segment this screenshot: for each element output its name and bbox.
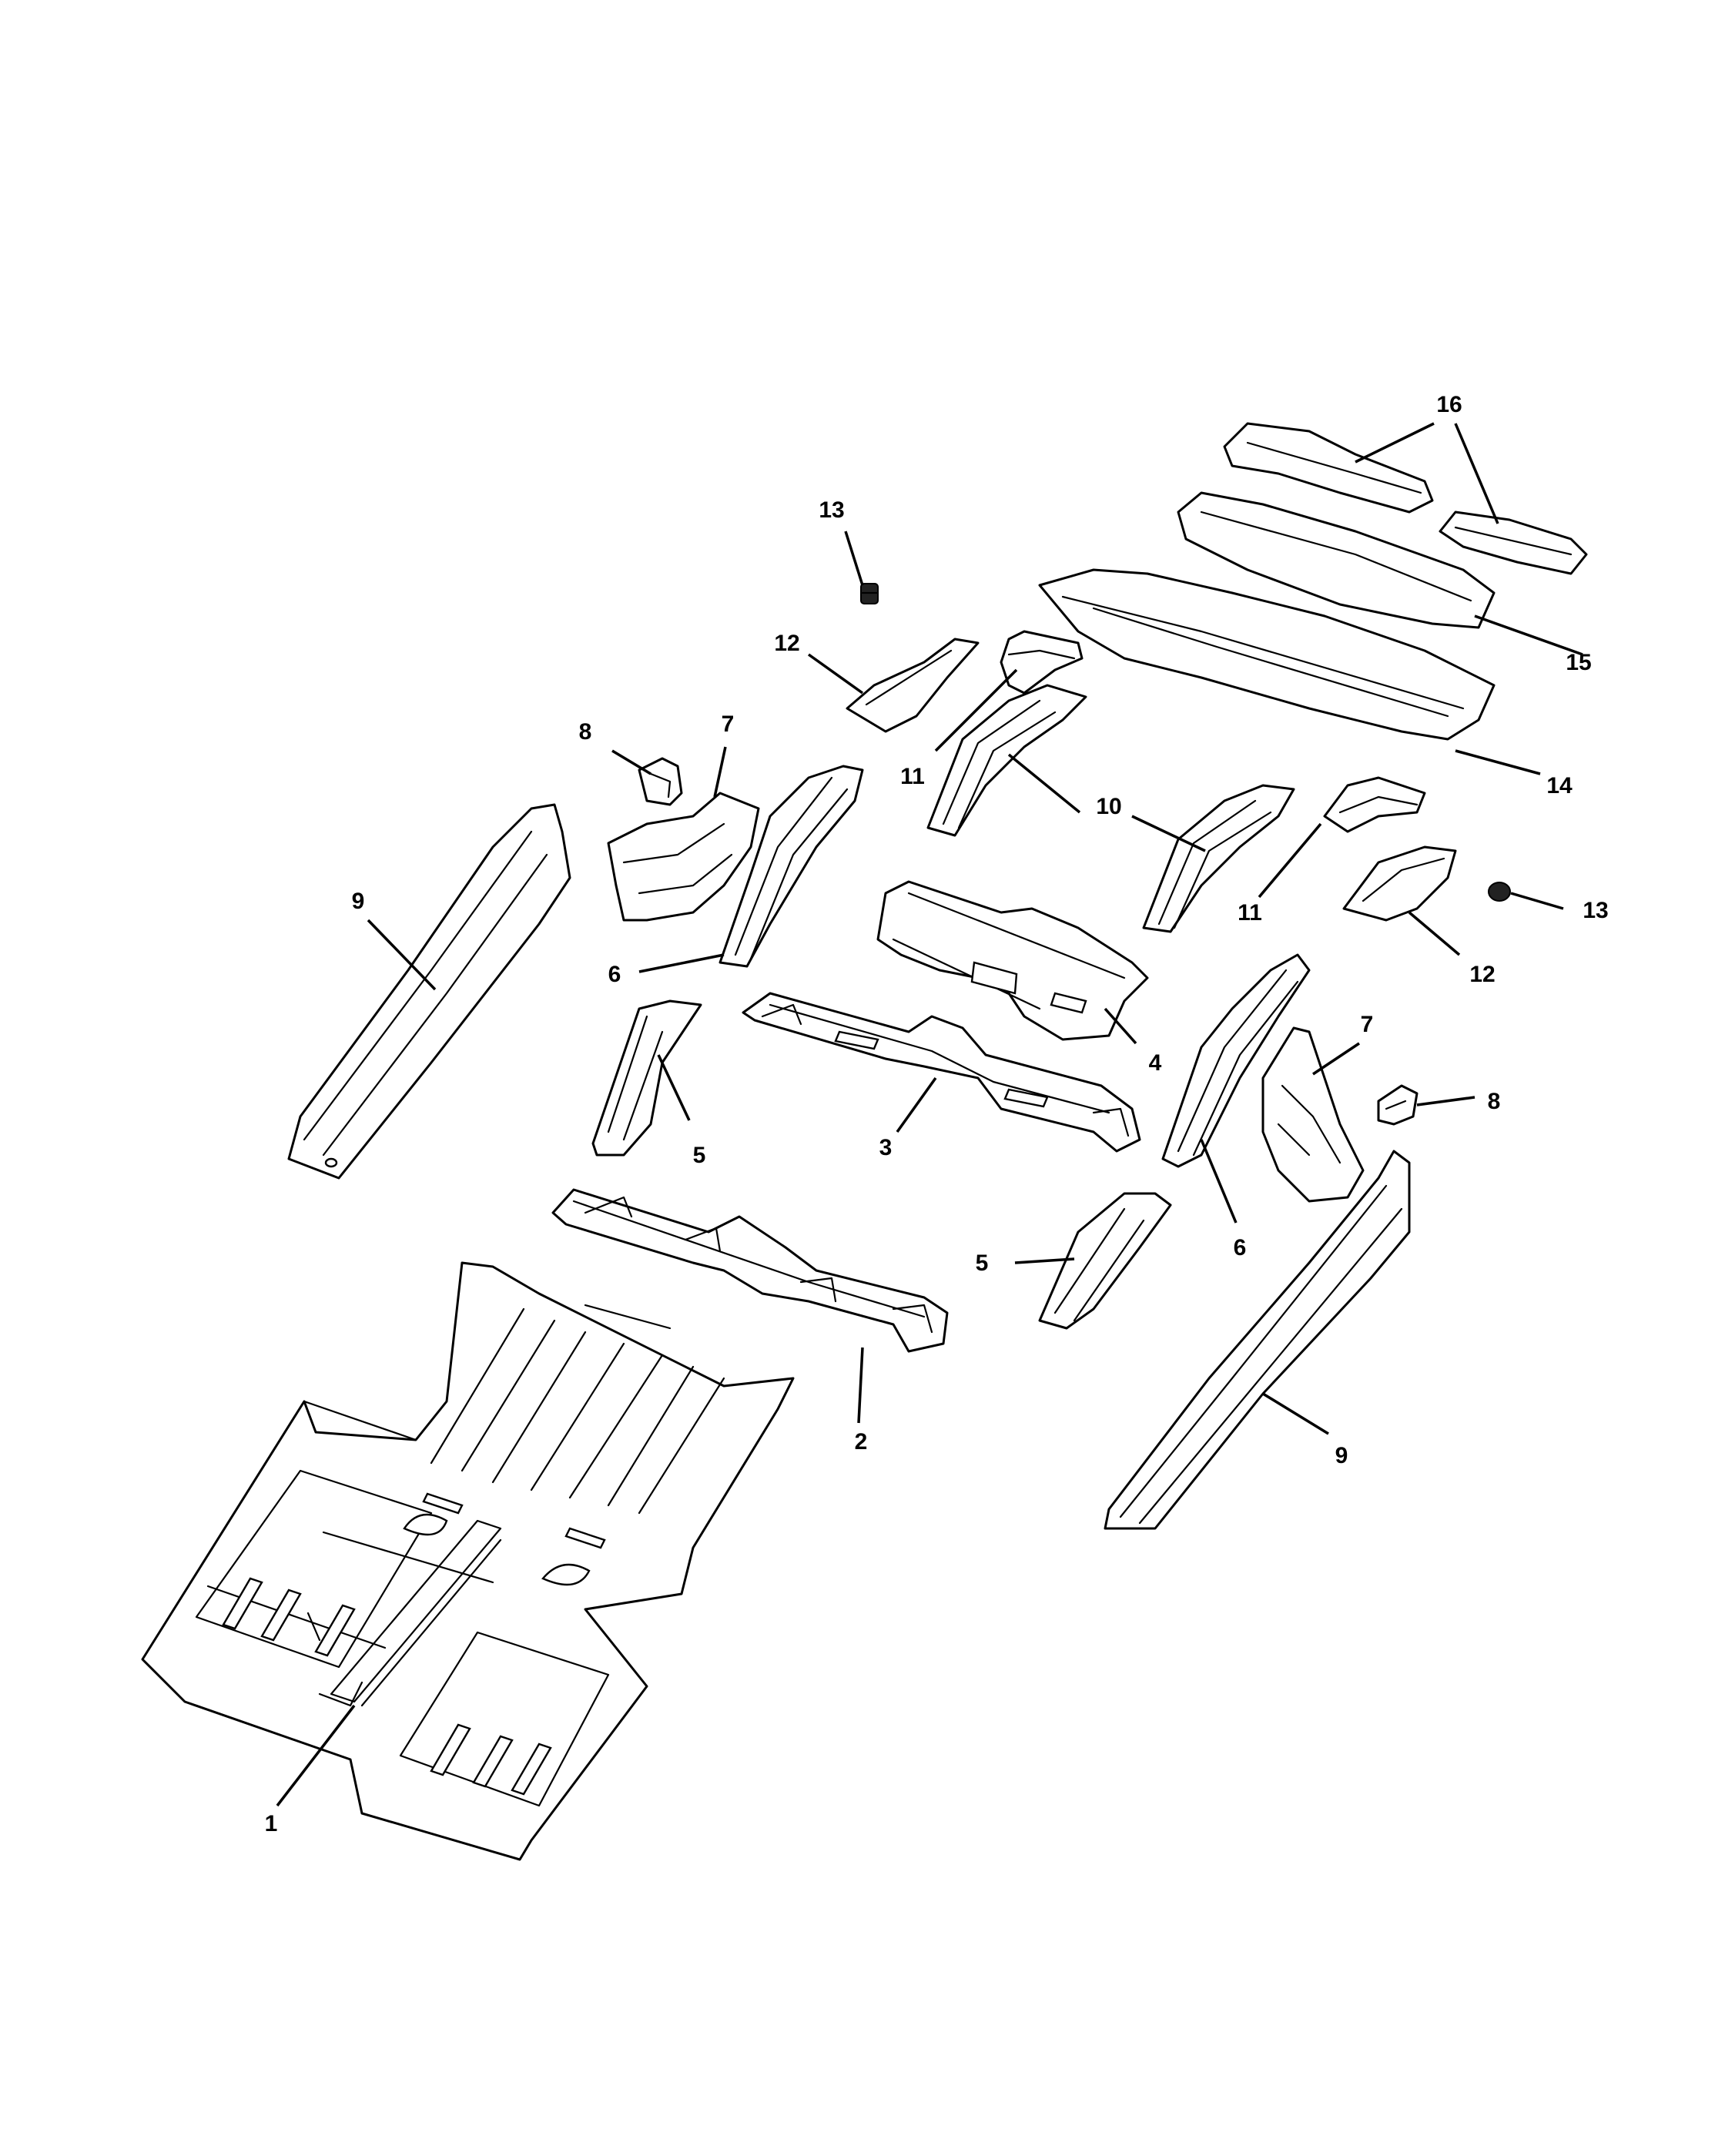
leader-2	[857, 1347, 864, 1424]
part-5-brace-left	[591, 999, 702, 1157]
leader-lines	[276, 422, 1583, 1807]
leader-10b	[1131, 815, 1206, 852]
callout-2: 2	[855, 1429, 868, 1455]
leader-9b	[1262, 1392, 1329, 1435]
part-9-sill-left	[287, 803, 571, 1180]
leader-11a	[934, 668, 1018, 752]
part-16-rail-left	[1223, 422, 1434, 514]
leader-8b	[1416, 1096, 1475, 1106]
callout-12a: 12	[774, 631, 799, 656]
callout-11a: 11	[900, 764, 925, 789]
part-11-bracket-left	[1000, 630, 1084, 695]
callout-6a: 6	[608, 962, 621, 987]
callout-14: 14	[1546, 773, 1573, 798]
part-1-floor-pan	[141, 1261, 795, 1861]
leader-14	[1455, 749, 1541, 775]
part-9-sill-right	[1104, 1150, 1411, 1530]
leader-5b	[1014, 1257, 1075, 1264]
callout-8b: 8	[1488, 1089, 1501, 1114]
part-5-brace-right	[1038, 1192, 1172, 1330]
leader-8a	[611, 749, 651, 775]
leader-7b	[1312, 1042, 1360, 1076]
part-16-rail-right	[1439, 511, 1588, 575]
callout-13a: 13	[819, 497, 844, 523]
part-7-bracket-right	[1261, 1026, 1365, 1203]
leader-13a	[844, 531, 864, 586]
part-11-bracket-right	[1323, 776, 1426, 833]
part-15-panel	[1177, 491, 1496, 629]
callout-10: 10	[1096, 794, 1121, 819]
leader-9a	[367, 919, 437, 991]
leader-16b	[1454, 423, 1499, 524]
leader-6b	[1200, 1139, 1238, 1224]
leader-4	[1104, 1007, 1137, 1045]
leader-1	[276, 1704, 356, 1807]
callout-9b: 9	[1335, 1443, 1348, 1468]
part-14-rear-crossmember	[1038, 568, 1496, 741]
leader-12b	[1408, 911, 1461, 956]
callout-1: 1	[265, 1811, 278, 1836]
callout-15: 15	[1566, 650, 1591, 675]
part-13-fastener-left	[860, 583, 879, 604]
leader-12a	[807, 653, 864, 695]
callout-13b: 13	[1583, 898, 1608, 923]
part-12-plate-right	[1342, 845, 1457, 922]
leader-3	[896, 1076, 937, 1133]
leader-13b	[1510, 892, 1564, 910]
part-3-crossmember	[742, 992, 1141, 1153]
callout-4: 4	[1149, 1050, 1162, 1076]
leader-11b	[1258, 822, 1322, 899]
part-4-crossmember	[876, 880, 1149, 1041]
part-8-mount-right	[1377, 1084, 1419, 1126]
part-12-plate-left	[846, 638, 980, 733]
callout-5a: 5	[693, 1143, 706, 1168]
part-10-brace-left	[926, 684, 1087, 837]
callout-5b: 5	[976, 1250, 989, 1276]
part-7-bracket-left	[607, 792, 760, 922]
part-13-fastener-right	[1488, 882, 1511, 902]
part-2-crossmember	[551, 1188, 949, 1353]
leader-10a	[1007, 753, 1081, 814]
callout-16: 16	[1436, 392, 1462, 417]
leader-7a	[713, 746, 727, 798]
leader-6a	[638, 953, 725, 973]
leader-5a	[657, 1054, 691, 1121]
callout-11b: 11	[1238, 900, 1262, 926]
callout-7a: 7	[722, 711, 735, 737]
leader-15	[1474, 614, 1583, 656]
callout-8a: 8	[579, 719, 592, 745]
callout-9a: 9	[352, 889, 365, 914]
callout-7b: 7	[1361, 1012, 1374, 1037]
part-8-mount-left	[638, 757, 683, 806]
leader-16a	[1355, 422, 1435, 464]
callout-labels: 1 2 3 4 5 5 6 6 7 7 8 8 9 9 10 11 11 12 …	[265, 392, 1609, 1836]
part-10-brace-right	[1142, 784, 1295, 933]
callout-6b: 6	[1234, 1235, 1247, 1260]
part-6-rail-right	[1161, 953, 1311, 1168]
callout-12b: 12	[1469, 962, 1495, 987]
callout-3: 3	[879, 1135, 893, 1160]
part-6-rail-left	[718, 765, 864, 968]
